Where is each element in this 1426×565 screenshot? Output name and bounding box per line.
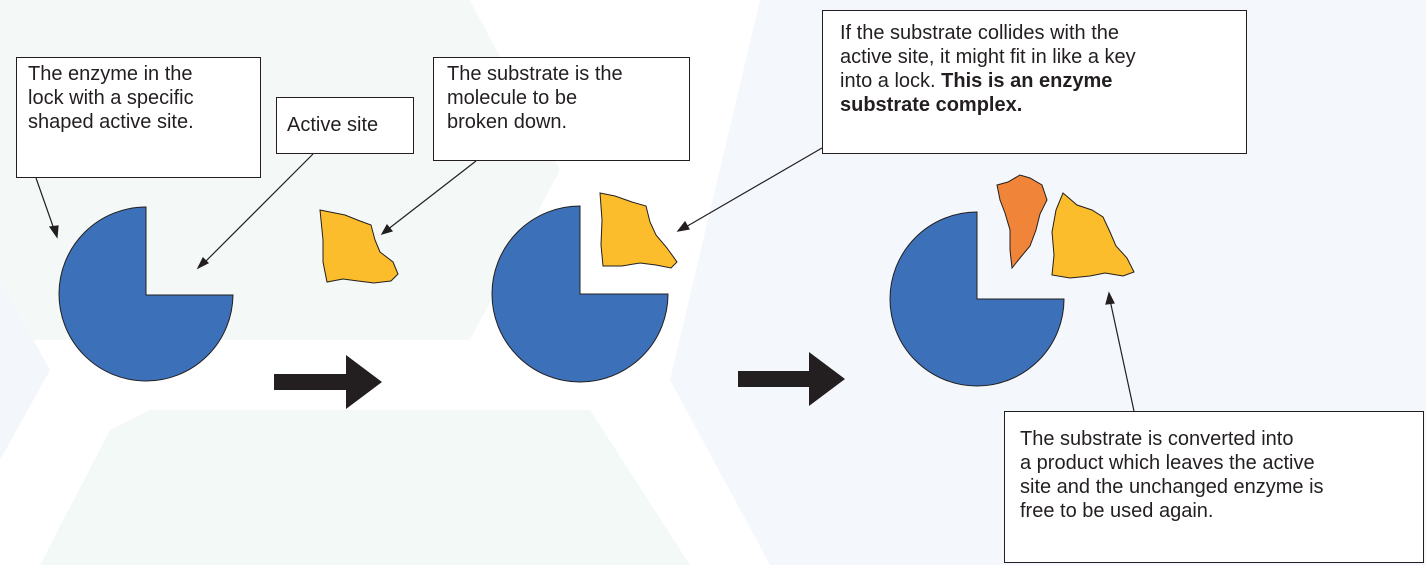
substrate-2	[599, 192, 678, 269]
product-2	[1051, 192, 1135, 279]
background-hexagon-bottom	[40, 410, 690, 565]
pointer-line-substrate	[386, 160, 477, 231]
callout-product-line: free to be used again.	[1020, 500, 1214, 522]
callout-substrate: The substrate is the molecule to be brok…	[433, 57, 690, 161]
pointer-arrowhead-complex	[676, 220, 690, 232]
callout-enzyme: The enzyme in the lock with a specific s…	[16, 57, 261, 178]
pointer-line-enzyme	[35, 177, 56, 233]
callout-enzyme-substrate-complex: If the substrate collides with the activ…	[822, 10, 1247, 154]
callout-enzyme-line: shaped active site.	[28, 111, 194, 133]
product-1	[996, 174, 1048, 270]
enzyme-3	[889, 211, 1065, 387]
pointer-arrowhead-product	[1105, 291, 1115, 305]
callout-product-line: a product which leaves the active	[1020, 452, 1315, 474]
callout-complex-line-mixed: into a lock. This is an enzyme	[840, 69, 1240, 93]
callout-product-line: site and the unchanged enzyme is	[1020, 476, 1324, 498]
callout-substrate-line: The substrate is the	[447, 63, 623, 85]
enzyme-1	[58, 206, 234, 382]
callout-enzyme-line: The enzyme in the	[28, 63, 193, 85]
pointer-arrowhead-substrate	[380, 223, 394, 235]
callout-product: The substrate is converted into a produc…	[1004, 411, 1424, 563]
callout-complex-text: into a lock.	[840, 70, 936, 92]
pointer-arrowhead-enzyme	[48, 225, 59, 239]
callout-product-line: The substrate is converted into	[1020, 428, 1294, 450]
pointer-arrowhead-active-site	[196, 256, 210, 270]
callout-enzyme-line: lock with a specific	[28, 87, 194, 109]
process-arrow-1	[274, 355, 382, 409]
callout-active-site-line: Active site	[287, 114, 379, 136]
callout-complex-bold-line: substrate complex.	[840, 94, 1023, 116]
callout-substrate-line: molecule to be	[447, 87, 578, 109]
enzyme-2	[491, 205, 669, 383]
callout-active-site: Active site	[276, 97, 414, 154]
pointer-line-product	[1109, 299, 1135, 412]
callout-substrate-line: broken down.	[447, 111, 568, 133]
pointer-line-active-site	[202, 153, 314, 265]
substrate-1	[319, 209, 399, 284]
callout-complex-line: If the substrate collides with the	[840, 22, 1120, 44]
callout-complex-bold-text: This is an enzyme	[941, 70, 1113, 92]
background-hexagon-left-edge	[0, 280, 50, 460]
callout-complex-line: active site, it might fit in like a key	[840, 46, 1136, 68]
pointer-line-complex	[683, 147, 823, 229]
process-arrow-2	[738, 352, 845, 406]
